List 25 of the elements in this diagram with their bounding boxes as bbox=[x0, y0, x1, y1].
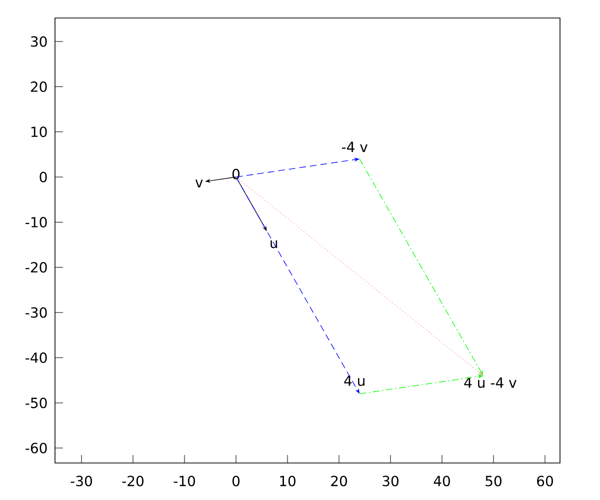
tick-label: -60 bbox=[26, 442, 47, 454]
tick-label: -20 bbox=[122, 476, 144, 486]
tick-label: 10 bbox=[31, 126, 47, 138]
point-label: -4 v bbox=[340, 141, 369, 153]
tick-label: 0 bbox=[40, 172, 47, 182]
tick-label: -30 bbox=[26, 307, 47, 318]
tick-label: 0 bbox=[232, 476, 240, 486]
tick-label: -40 bbox=[26, 352, 47, 363]
tick-label: -10 bbox=[26, 216, 47, 228]
point-label: v bbox=[194, 179, 204, 188]
point-label: 4 u bbox=[342, 374, 366, 387]
tick-label: 60 bbox=[537, 476, 553, 486]
tick-label: 50 bbox=[486, 476, 502, 486]
tick-label: 40 bbox=[434, 476, 450, 486]
tick-label: 20 bbox=[331, 476, 347, 486]
tick-label: 30 bbox=[382, 476, 398, 486]
tick-label: 10 bbox=[280, 476, 296, 486]
tick-label: -10 bbox=[174, 476, 195, 486]
point-label: 0 bbox=[230, 168, 242, 180]
tick-label: -20 bbox=[26, 262, 47, 273]
tick-label: -50 bbox=[26, 398, 47, 408]
tick-label: 20 bbox=[30, 81, 47, 92]
tick-label: -30 bbox=[70, 476, 92, 486]
tick-label: 30 bbox=[30, 36, 47, 47]
point-label: 4 u -4 v bbox=[462, 376, 518, 389]
